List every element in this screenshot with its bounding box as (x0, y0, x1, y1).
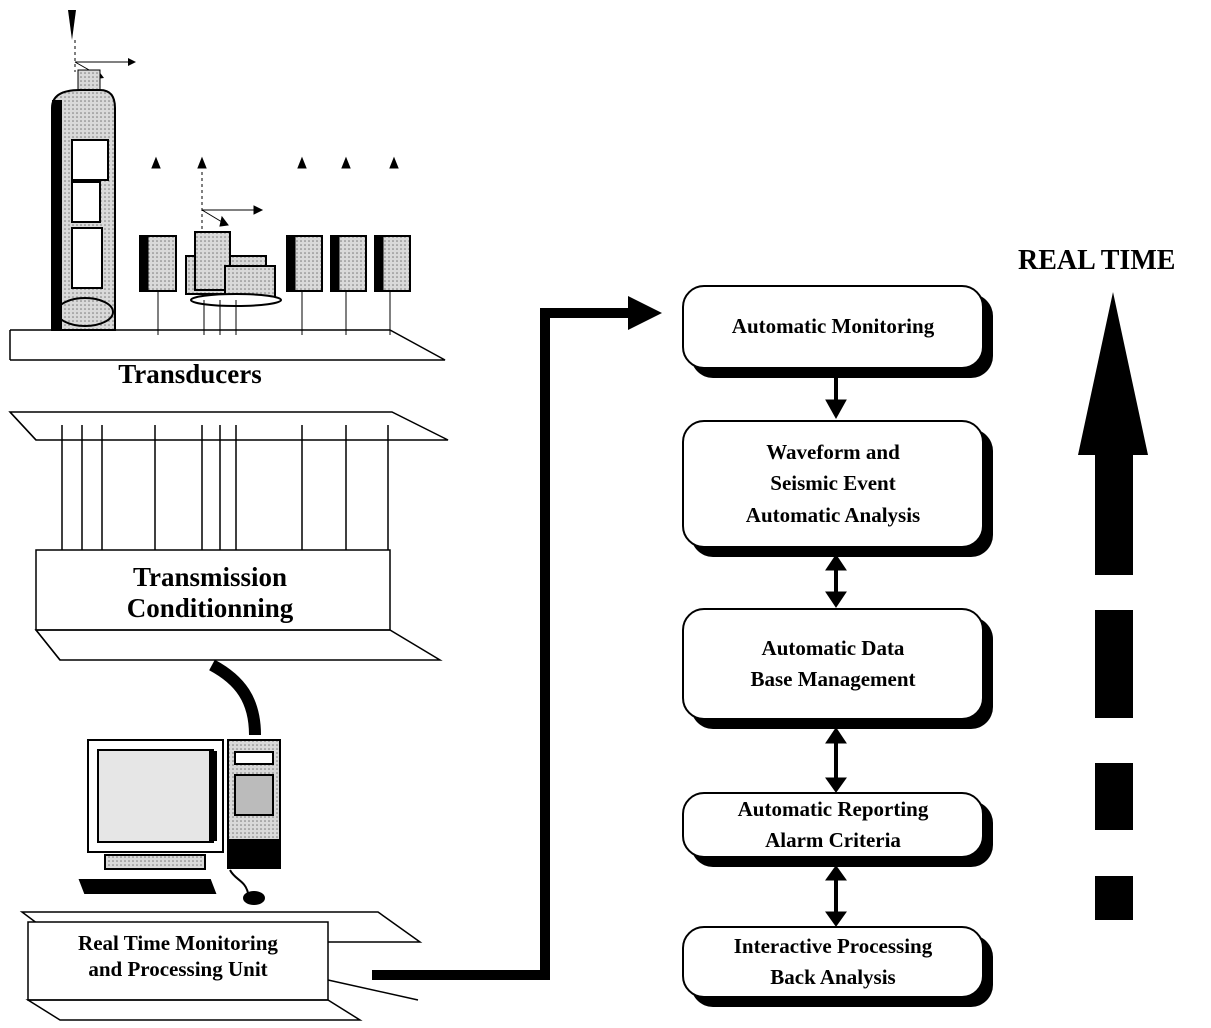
flow-step-label: Interactive Processing Back Analysis (733, 933, 933, 990)
flow-step-waveform-analysis: Waveform and Seismic Event Automatic Ana… (682, 420, 984, 548)
flow-step-label: Automatic Monitoring (731, 314, 935, 339)
flow-step-label: Waveform and Seismic Event Automatic Ana… (745, 439, 921, 527)
transmission-layer (8, 411, 449, 661)
transmission-label: Transmission Conditionning (126, 562, 294, 624)
real-time-arrow (1078, 292, 1148, 920)
flow-step-data-base-management: Automatic Data Base Management (682, 608, 984, 720)
processing-unit-label: Real Time Monitoring and Processing Unit (78, 931, 278, 982)
computer-icon (78, 739, 281, 905)
transducers-label: Transducers (118, 359, 262, 389)
flow-step-arrows (825, 372, 847, 927)
flow-step-reporting-alarm: Automatic Reporting Alarm Criteria (682, 792, 984, 858)
transducer-layer (9, 329, 446, 361)
flow-step-label: Automatic Reporting Alarm Criteria (737, 796, 929, 853)
flow-step-label: Automatic Data Base Management (750, 635, 916, 692)
surface-sensor-icons (139, 156, 411, 335)
flow-connector-arrow (372, 296, 662, 980)
flow-step-automatic-monitoring: Automatic Monitoring (682, 285, 984, 369)
flow-step-interactive-processing: Interactive Processing Back Analysis (682, 926, 984, 998)
processing-unit-platform (19, 911, 423, 1021)
real-time-label: REAL TIME (1018, 245, 1176, 276)
borehole-sensor-icon (51, 10, 136, 331)
cable-connector (209, 659, 261, 736)
